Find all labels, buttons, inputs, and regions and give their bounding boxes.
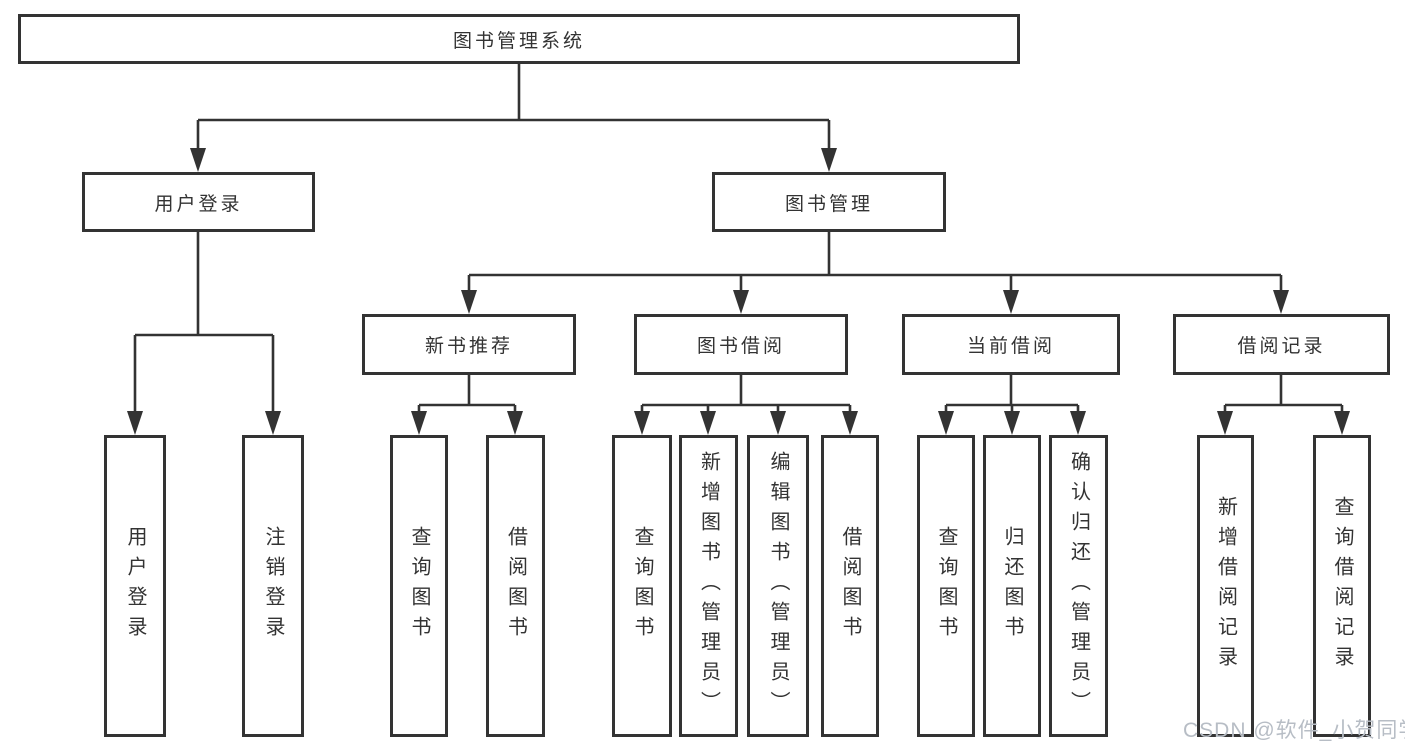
leaf-query-borrow-record: 查询借阅记录 xyxy=(1313,435,1371,737)
leaf-query-books-borrow: 查询图书 xyxy=(612,435,672,737)
leaf-borrow-books-recommend: 借阅图书 xyxy=(486,435,545,737)
node-new-book-recommend: 新书推荐 xyxy=(362,314,576,375)
leaf-user-login: 用户登录 xyxy=(104,435,166,737)
connector-lines xyxy=(133,64,1344,414)
watermark: CSDN @软件_小贺同学 xyxy=(1183,719,1405,742)
node-borrow-records: 借阅记录 xyxy=(1173,314,1390,375)
node-book-borrow: 图书借阅 xyxy=(634,314,848,375)
node-current-borrow: 当前借阅 xyxy=(902,314,1120,375)
leaf-edit-books-admin: 编辑图书（管理员） xyxy=(747,435,809,737)
leaf-confirm-return-admin: 确认归还（管理员） xyxy=(1049,435,1108,737)
leaf-add-books-admin: 新增图书（管理员） xyxy=(679,435,738,737)
leaf-query-books-recommend: 查询图书 xyxy=(390,435,448,737)
leaf-borrow-books: 借阅图书 xyxy=(821,435,879,737)
arrowheads xyxy=(127,148,1350,435)
node-root: 图书管理系统 xyxy=(18,14,1020,64)
leaf-add-borrow-record: 新增借阅记录 xyxy=(1197,435,1254,737)
node-user-login: 用户登录 xyxy=(82,172,315,232)
leaf-logout: 注销登录 xyxy=(242,435,304,737)
node-book-management: 图书管理 xyxy=(712,172,946,232)
leaf-return-books: 归还图书 xyxy=(983,435,1041,737)
leaf-query-books-current: 查询图书 xyxy=(917,435,975,737)
